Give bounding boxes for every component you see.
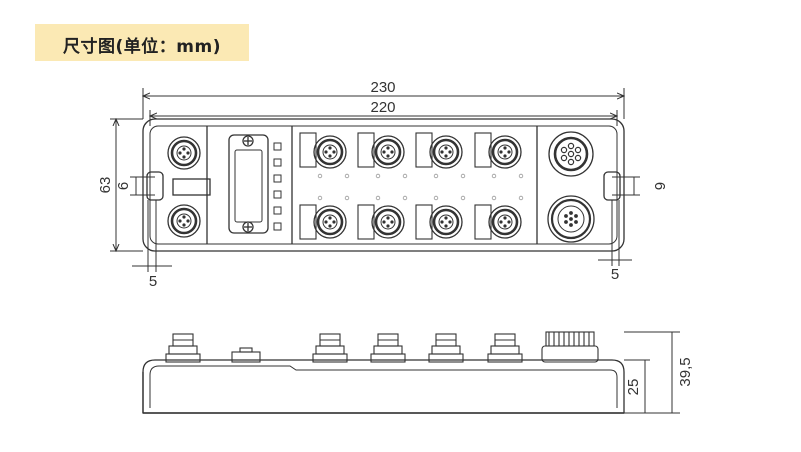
port-label-bottom-3: [415, 204, 433, 240]
io-port-bottom-3: [429, 205, 463, 239]
io-port-top-4: [488, 135, 522, 169]
connector-left-top: [167, 136, 201, 170]
side-io-port-3: [428, 333, 464, 363]
port-label-top-1: [299, 132, 317, 168]
port-label-bottom-1: [299, 204, 317, 240]
dim-side-body: 25: [625, 379, 642, 396]
side-io-port-4: [487, 333, 523, 363]
dim-inner-width: 220: [370, 99, 395, 116]
status-led-row2-3: [375, 195, 381, 201]
page-title: 尺寸图(单位：mm): [63, 37, 221, 57]
io-port-top-2: [371, 135, 405, 169]
side-connector-left: [165, 333, 201, 363]
status-led-row1-2: [344, 173, 350, 179]
mount-hole-right: [603, 171, 621, 201]
port-label-top-3: [415, 132, 433, 168]
dim-edge-left: 5: [149, 273, 157, 290]
connector-group: [167, 131, 595, 243]
led-column: [273, 142, 282, 231]
power-connector-top: [548, 131, 594, 177]
dim-overall-width: 230: [370, 79, 395, 96]
connector-left-bottom: [167, 204, 201, 238]
status-led-row2-2: [344, 195, 350, 201]
side-io-port-1: [312, 333, 348, 363]
status-led-row2-4: [402, 195, 408, 201]
body-inner-outline: [149, 125, 618, 245]
side-body-inner: [149, 365, 618, 408]
side-screw: [231, 347, 261, 363]
status-led-row2-5: [433, 195, 439, 201]
status-led-row1-6: [460, 173, 466, 179]
mount-hole-left: [146, 171, 164, 201]
status-led-row1-8: [518, 173, 524, 179]
side-connector-group: [165, 331, 599, 363]
label-plate: [172, 178, 211, 196]
side-body: [142, 359, 625, 414]
power-connector-bottom: [547, 195, 595, 243]
status-led-row1-4: [402, 173, 408, 179]
side-power-connector: [541, 331, 599, 363]
port-label-bottom-4: [474, 204, 492, 240]
side-view: [142, 359, 625, 414]
io-port-bottom-1: [313, 205, 347, 239]
port-label-top-4: [474, 132, 492, 168]
dim-height: 63: [97, 177, 114, 194]
dim-hole-right: 6: [651, 182, 668, 190]
side-io-port-2: [370, 333, 406, 363]
status-led-row2-6: [460, 195, 466, 201]
dim-side-total: 39,5: [677, 357, 694, 386]
status-led-row2-8: [518, 195, 524, 201]
status-led-row2-7: [491, 195, 497, 201]
dim-hole-left: 6: [115, 182, 132, 190]
status-led-row1-3: [375, 173, 381, 179]
display-frame: [228, 134, 269, 234]
screw-top: [242, 135, 254, 147]
side-dimensions: [624, 331, 680, 414]
port-label-top-2: [357, 132, 375, 168]
status-led-row1-1: [317, 173, 323, 179]
title-banner: 尺寸图(单位：mm): [35, 24, 249, 61]
io-port-bottom-4: [488, 205, 522, 239]
dim-edge-right: 5: [611, 266, 619, 283]
port-label-bottom-2: [357, 204, 375, 240]
io-port-bottom-2: [371, 205, 405, 239]
display-window: [234, 149, 263, 223]
status-led-row1-5: [433, 173, 439, 179]
io-port-top-3: [429, 135, 463, 169]
status-led-row2-1: [317, 195, 323, 201]
top-dimensions: [110, 88, 640, 272]
io-port-top-1: [313, 135, 347, 169]
screw-bottom: [242, 221, 254, 233]
status-led-row1-7: [491, 173, 497, 179]
